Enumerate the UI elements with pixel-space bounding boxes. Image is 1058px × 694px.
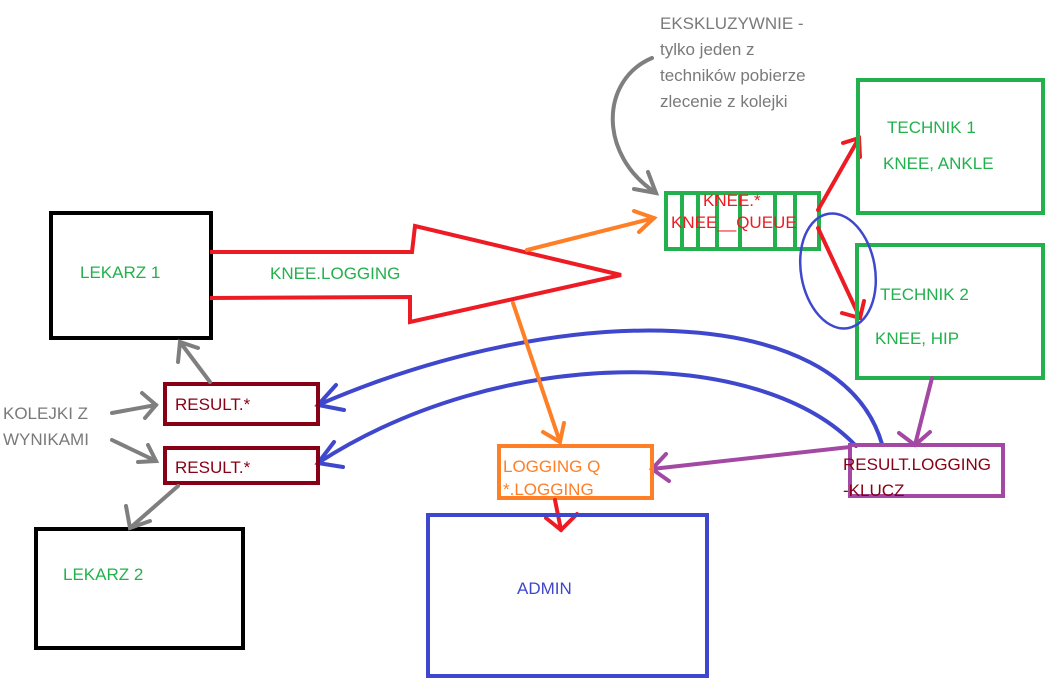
exchange-to-logging-arrow [511,301,562,444]
blue-return-arrows [314,328,884,469]
technik2-skills: KNEE, HIP [875,329,959,348]
lekarz2-label: LEKARZ 2 [63,565,143,584]
exclusive-note-pointer [610,56,660,196]
note-to-queue1-arrow [110,403,158,415]
queue2-to-lekarz2-arrow [128,484,180,530]
logging-queue: LOGGING Q *.LOGGING [497,444,654,500]
knee-queue-binding: KNEE.* [703,191,761,210]
queue2-to-lekarz2-arrowhead [124,504,152,531]
exchange-to-knee-queue-arrowhead [632,209,658,234]
note-line-3: techników pobierze [660,66,806,85]
knee-logging-exchange: KNEE.LOGGING [209,223,622,325]
logging-queue-binding: *.LOGGING [503,480,594,499]
result-exchange-line1: RESULT.LOGGING [843,455,991,474]
result-queue-1-label: RESULT.* [175,395,251,414]
lekarz1-node: LEKARZ 1 [49,211,213,340]
note-arrow [610,56,658,195]
queue-to-technik1-arrow [816,136,861,212]
note-line-2: tylko jeden z [660,40,755,59]
result-queue-2-label: RESULT.* [175,458,251,477]
result-to-queue2-arrow [316,370,858,465]
note-to-queue1-arrowhead [140,391,159,420]
result-to-logging-arrow [650,445,852,471]
technik1-node: TECHNIK 1 KNEE, ANKLE [856,78,1045,215]
queue-to-technik2-arrow [816,226,862,320]
lekarz1-label: LEKARZ 1 [80,263,160,282]
orange-arrows [511,209,658,446]
knee-queue: KNEE.* KNEE__QUEUE [664,191,821,251]
exchange-label: KNEE.LOGGING [270,264,400,283]
queue-stripes [680,193,797,249]
technik2-node: TECHNIK 2 KNEE, HIP [855,243,1045,380]
admin-label: ADMIN [517,579,572,598]
note-line-4: zlecenie z kolejki [660,92,788,111]
queue1-to-lekarz1-arrow [178,340,212,384]
knee-queue-name: KNEE__QUEUE [671,213,797,232]
exchange-to-logging-arrowhead [541,421,566,446]
result-exchange-line2: -KLUCZ [843,481,904,500]
lekarz2-node: LEKARZ 2 [34,527,245,650]
technik1-name: TECHNIK 1 [887,118,976,137]
logging-queue-name: LOGGING Q [503,457,600,476]
gray-arrows [110,339,212,531]
logging-to-admin-arrowhead [544,512,579,533]
result-queues-label-line1: KOLEJKI Z [3,404,88,423]
result-queues-label: KOLEJKI Z WYNIKAMI [3,404,93,449]
exclusive-highlight-circle [798,212,878,330]
result-logging-exchange: RESULT.LOGGING -KLUCZ [843,443,1005,500]
exchange-arrow-shape [209,223,622,325]
result-to-queue1-arrow [316,328,884,446]
technik2-name: TECHNIK 2 [880,285,969,304]
result-queue-2: RESULT.* [163,446,320,485]
exchange-to-knee-queue-arrow [525,216,656,252]
note-arrowhead [632,170,660,196]
admin-node: ADMIN [426,513,709,678]
note-line-1: EKSKLUZYWNIE - [660,14,804,33]
result-queues-label-line2: WYNIKAMI [3,430,89,449]
queue1-to-lekarz1-arrowhead [176,339,200,364]
queue-to-technik2-arrowhead [840,299,866,321]
technik2-to-result-arrow [913,376,934,447]
technik1-skills: KNEE, ANKLE [883,154,994,173]
result-queue-1: RESULT.* [163,382,320,426]
note-to-queue2-arrowhead [136,443,160,464]
exclusive-note: EKSKLUZYWNIE - tylko jeden z techników p… [660,14,810,111]
note-to-queue2-arrow [110,438,158,463]
